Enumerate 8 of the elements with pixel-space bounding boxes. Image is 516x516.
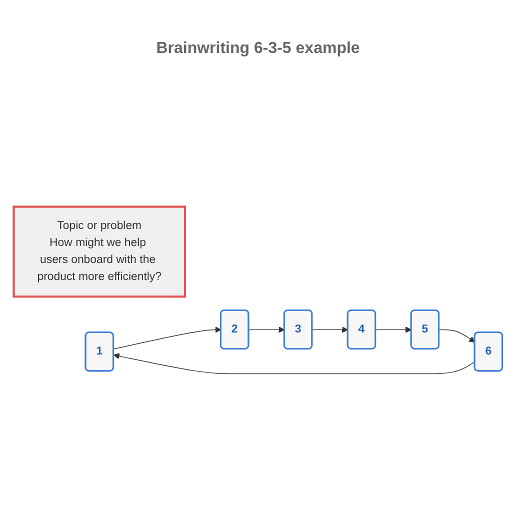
arrow	[438, 329, 476, 342]
node-box: Topic or problem How might we help users onboard with the product more efficiently?	[12, 205, 186, 298]
arrow	[113, 326, 222, 350]
arrow	[113, 352, 476, 374]
arrow	[375, 326, 412, 333]
arrow	[248, 326, 285, 333]
title: Brainwriting 6-3-5 example	[155, 40, 361, 58]
arrow	[312, 326, 348, 333]
